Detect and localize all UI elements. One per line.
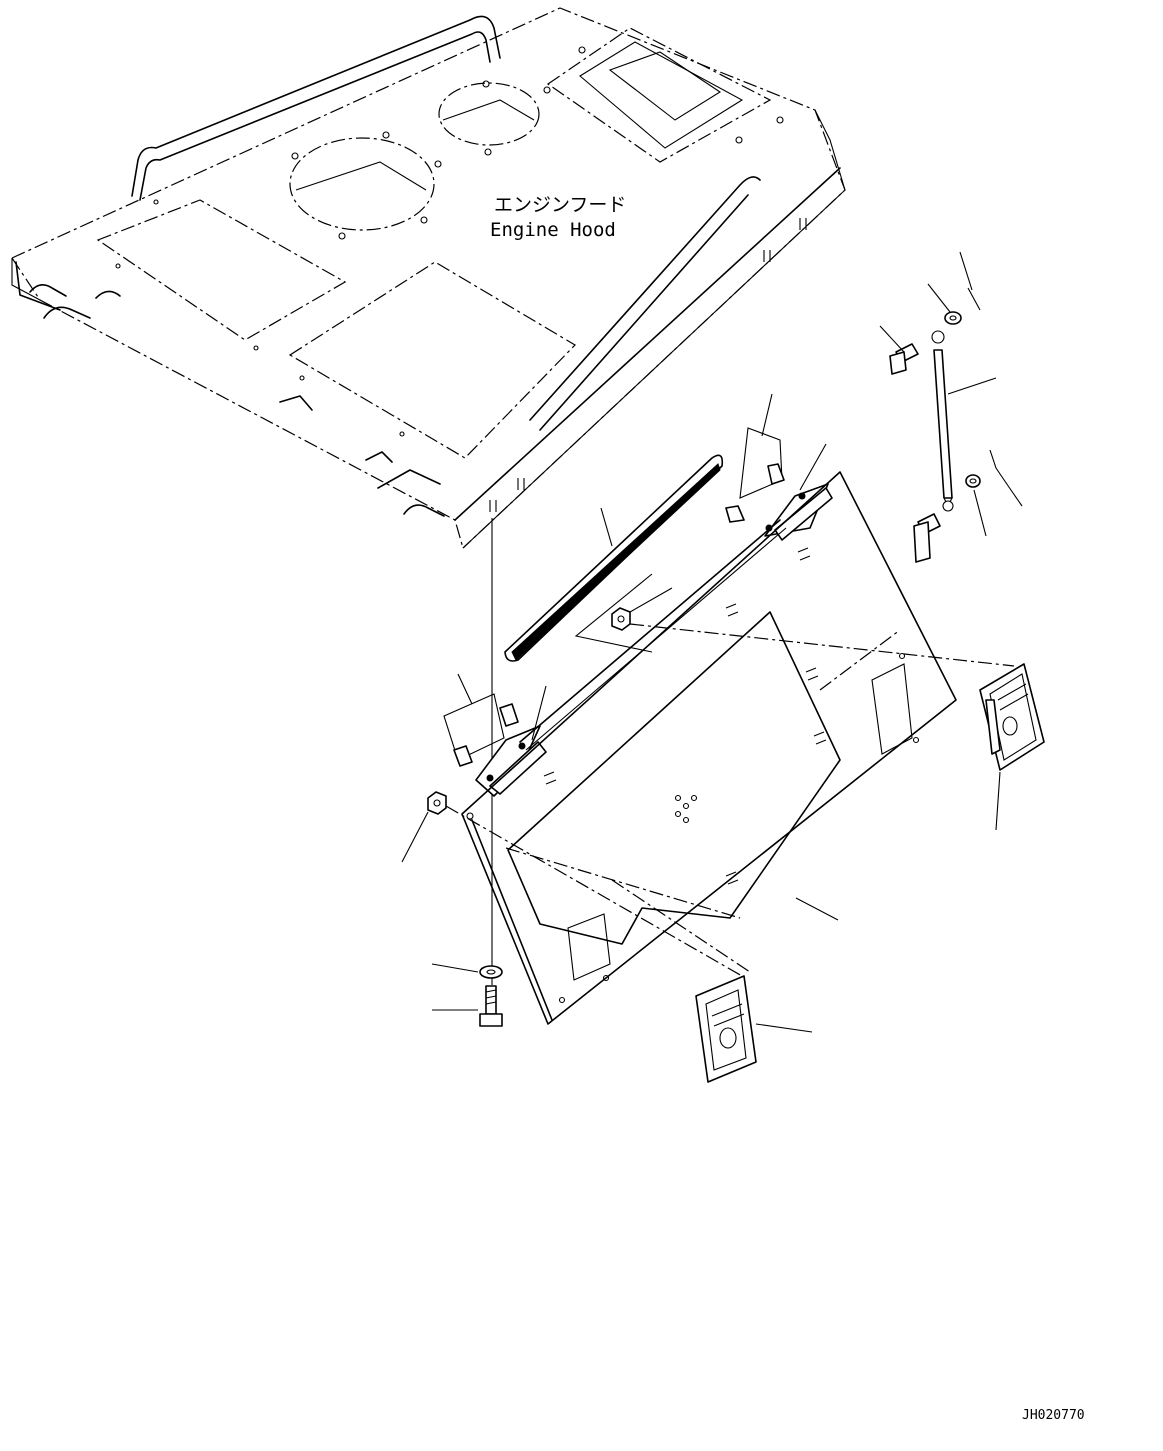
hinge-upper bbox=[764, 443, 833, 541]
washers bbox=[927, 251, 1023, 537]
pin-upper bbox=[879, 325, 919, 375]
hinge-rod bbox=[519, 519, 781, 743]
hood-label-en: Engine Hood bbox=[490, 219, 616, 241]
stopper-upper bbox=[725, 393, 785, 523]
engine-hood bbox=[11, 7, 846, 549]
nut-lower bbox=[401, 791, 743, 977]
pin-lower bbox=[913, 513, 941, 563]
gas-spring bbox=[931, 330, 997, 512]
nut-upper bbox=[611, 587, 1015, 667]
hood-panel bbox=[461, 471, 957, 1025]
latch-right bbox=[979, 663, 1045, 831]
stopper-lower bbox=[443, 673, 547, 767]
seal-strip bbox=[504, 454, 724, 662]
hinge-lower bbox=[475, 725, 547, 797]
latch-lower bbox=[695, 975, 813, 1083]
drawing-code: JH020770 bbox=[1022, 1408, 1085, 1423]
washer-lower bbox=[431, 963, 503, 979]
hood-label-jp: エンジンフード bbox=[494, 194, 626, 216]
bolt-lower bbox=[432, 985, 503, 1027]
